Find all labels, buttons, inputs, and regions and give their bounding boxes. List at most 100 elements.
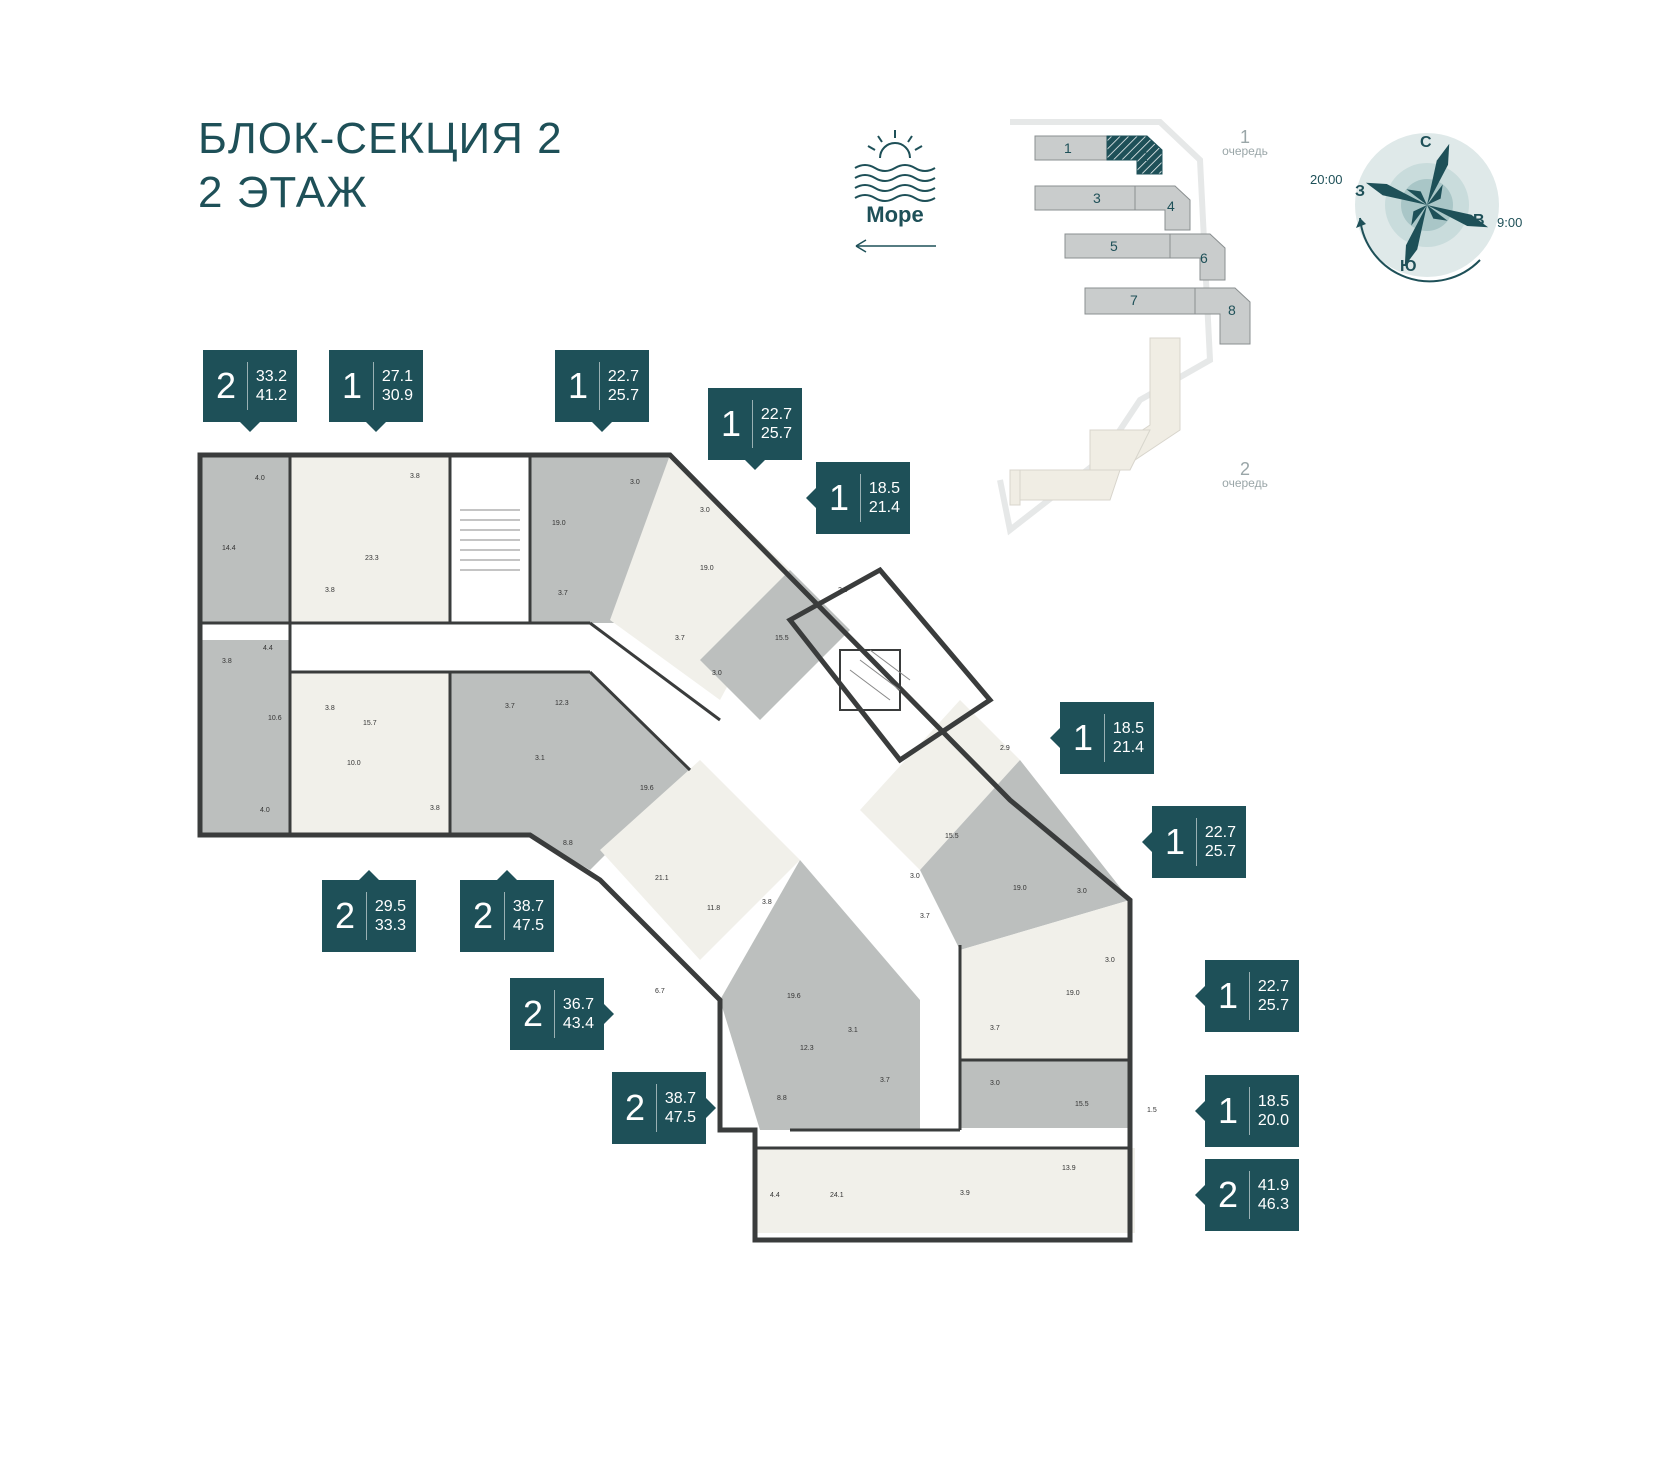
badge-rooms: 2	[335, 895, 356, 936]
apartment-badge[interactable]: 2 41.9 46.3	[1195, 1159, 1299, 1231]
badge-total: 47.5	[512, 917, 544, 934]
badge-total: 25.7	[607, 387, 639, 404]
badge-rooms: 1	[1165, 821, 1186, 862]
compass-rose-icon	[1355, 133, 1499, 283]
badge-area: 38.7	[512, 898, 544, 915]
compass-east: В	[1473, 212, 1485, 229]
apartment-badge[interactable]: 2 38.7 47.5	[612, 1072, 716, 1144]
room-area-label: 19.6	[787, 993, 801, 1000]
room-area-label: 10.6	[268, 715, 282, 722]
unit-fill	[860, 700, 1020, 870]
room-area-label: 2.9	[838, 587, 848, 594]
queue-1-label: 1 очередь	[1215, 127, 1275, 158]
stair-fill	[450, 455, 530, 623]
room-area-label: 15.5	[775, 635, 789, 642]
room-area-label: 3.9	[960, 1190, 970, 1197]
badge-area: 41.9	[1257, 1177, 1289, 1194]
badge-areas: 38.7 47.5	[513, 897, 554, 935]
room-area-label: 3.1	[535, 755, 545, 762]
badge-areas: 41.9 46.3	[1258, 1176, 1299, 1214]
room-area-label: 15.7	[363, 720, 377, 727]
badge-area: 29.5	[374, 898, 406, 915]
badge-area: 22.7	[607, 368, 639, 385]
site-section-8	[1194, 287, 1251, 345]
unit-fill	[600, 760, 800, 960]
site-section-4	[1134, 185, 1191, 231]
badge-rooms: 1	[1073, 717, 1094, 758]
apartment-badge[interactable]: 1 22.7 25.7	[1195, 960, 1299, 1032]
room-area-label: 12.3	[800, 1045, 814, 1052]
arrow-left-icon	[855, 239, 936, 253]
badge-total: 33.3	[374, 917, 406, 934]
room-area-label: 3.8	[222, 658, 232, 665]
badge-divider	[504, 892, 505, 940]
title-floor: 2 ЭТАЖ	[198, 168, 368, 217]
unit-fill	[200, 455, 290, 623]
badge-area: 38.7	[664, 1090, 696, 1107]
room-area-label: 3.1	[848, 1027, 858, 1034]
badge-rooms: 1	[721, 403, 742, 444]
badge-rooms: 2	[625, 1087, 646, 1128]
badge-rooms: 1	[568, 365, 589, 406]
badge-rooms: 1	[1218, 975, 1239, 1016]
badge-area: 22.7	[1257, 978, 1289, 995]
badge-area: 18.5	[1112, 720, 1144, 737]
badge-divider	[1249, 1171, 1250, 1219]
badge-total: 43.4	[562, 1015, 594, 1032]
badge-divider	[1249, 1087, 1250, 1135]
room-area-label: 3.0	[630, 479, 640, 486]
queue-2-label: 2 очередь	[1215, 460, 1275, 490]
room-area-label: 8.8	[563, 840, 573, 847]
apartment-badge[interactable]: 1 22.7 25.7	[555, 350, 649, 432]
badge-areas: 22.7 25.7	[1258, 977, 1299, 1015]
badge-total: 25.7	[760, 425, 792, 442]
badge-areas: 38.7 47.5	[665, 1089, 706, 1127]
badge-divider	[656, 1084, 657, 1132]
badge-rooms: 2	[523, 993, 544, 1034]
badge-total: 21.4	[868, 499, 900, 516]
room-area-label: 3.0	[1105, 957, 1115, 964]
room-area-label: 4.0	[260, 807, 270, 814]
badge-area: 33.2	[255, 368, 287, 385]
core	[786, 566, 994, 764]
badge-total: 25.7	[1257, 997, 1289, 1014]
compass-north: С	[1420, 134, 1432, 151]
badge-areas: 22.7 25.7	[608, 367, 649, 405]
sea-sun-icon	[854, 130, 936, 202]
room-area-label: 23.3	[365, 555, 379, 562]
badge-divider	[860, 474, 861, 522]
queue-2-text: очередь	[1222, 476, 1268, 490]
badge-areas: 36.7 43.4	[563, 995, 604, 1033]
badge-total: 46.3	[1257, 1196, 1289, 1213]
badge-rooms: 1	[829, 477, 850, 518]
room-area-label: 10.0	[347, 760, 361, 767]
badge-total: 25.7	[1204, 843, 1236, 860]
badge-divider	[373, 362, 374, 410]
site-plan-queue2	[1009, 337, 1181, 506]
room-area-label: 21.1	[655, 875, 669, 882]
badge-total: 30.9	[381, 387, 413, 404]
badge-rooms: 2	[1218, 1174, 1239, 1215]
badge-area: 36.7	[562, 996, 594, 1013]
apartment-badge[interactable]: 2 36.7 43.4	[510, 978, 614, 1050]
badge-total: 47.5	[664, 1109, 696, 1126]
sea-label: Море	[866, 202, 924, 227]
badge-areas: 29.5 33.3	[375, 897, 416, 935]
site-section-label-2: 2	[1140, 148, 1148, 164]
title-section: БЛОК-СЕКЦИЯ 2	[198, 114, 563, 163]
site-section-label-6: 6	[1200, 250, 1208, 266]
site-section-label-5: 5	[1110, 238, 1118, 254]
apartment-badge[interactable]: 2 29.5 33.3	[322, 870, 416, 952]
queue-1-number: 1	[1239, 127, 1250, 147]
room-area-label: 3.0	[712, 670, 722, 677]
